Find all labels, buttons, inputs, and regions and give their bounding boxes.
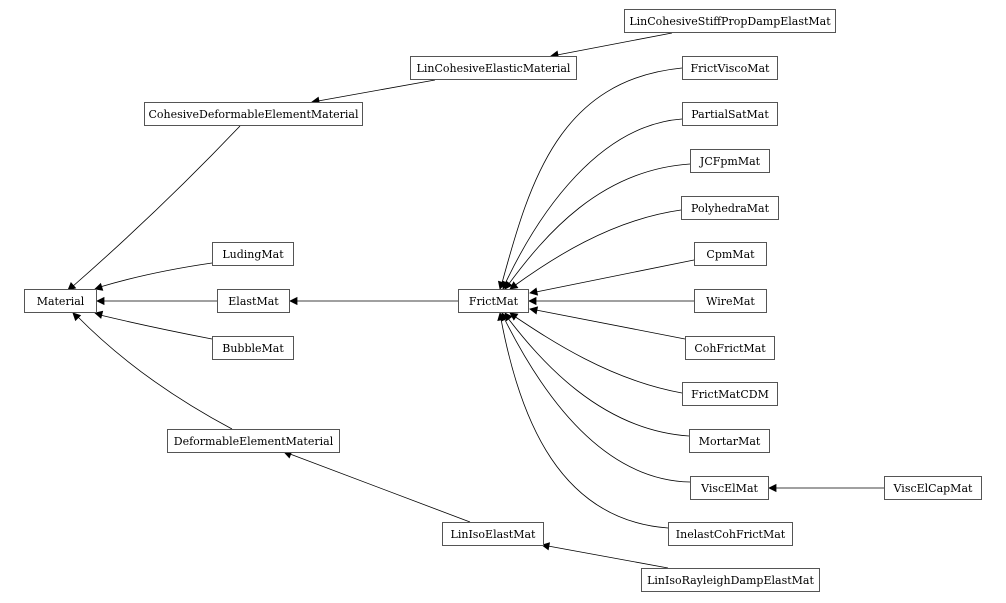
- edge-partial_sat-to-frict: [504, 118, 683, 285]
- edge-luding-to-material: [99, 262, 213, 288]
- edge-lin_iso_elast-to-deformable_element: [289, 453, 471, 523]
- node-inelast-coh-frict-mat[interactable]: InelastCohFrictMat: [668, 522, 793, 546]
- arrowhead-deformable_element-to-material: [72, 312, 82, 322]
- edge-coh_frict-to-frict: [535, 309, 686, 340]
- edge-polyhedra-to-frict: [513, 209, 682, 287]
- edge-inelast_coh_frict-to-frict: [500, 318, 669, 529]
- arrowhead-inelast_coh_frict-to-frict: [497, 312, 506, 322]
- arrowhead-cpm-to-frict: [529, 287, 539, 296]
- arrowhead-frict-to-elast: [289, 296, 298, 306]
- node-frict-mat-cdm[interactable]: FrictMatCDM: [682, 382, 778, 406]
- edge-cpm-to-frict: [535, 259, 695, 293]
- node-jcfpm-mat[interactable]: JCFpmMat: [690, 149, 770, 173]
- node-material[interactable]: Material: [24, 289, 97, 313]
- node-visc-el-cap-mat[interactable]: ViscElCapMat: [884, 476, 982, 500]
- node-luding-mat[interactable]: LudingMat: [212, 242, 294, 266]
- node-visc-el-mat[interactable]: ViscElMat: [690, 476, 769, 500]
- node-polyhedra-mat[interactable]: PolyhedraMat: [681, 196, 779, 220]
- edge-cohesive_deformable-to-material: [71, 125, 241, 288]
- edge-jcfpm-to-frict: [507, 163, 691, 286]
- node-lin-cohesive-stiff-prop-damp-elast-mat[interactable]: LinCohesiveStiffPropDampElastMat: [624, 9, 836, 33]
- node-lin-cohesive-elastic-material[interactable]: LinCohesiveElasticMaterial: [410, 56, 577, 80]
- edge-mortar-to-frict: [506, 316, 690, 437]
- arrowhead-visc_el_cap-to-visc_el: [768, 483, 777, 493]
- node-cohesive-deformable-element-material[interactable]: CohesiveDeformableElementMaterial: [144, 102, 363, 126]
- edge-lin_cohesive_stiff-to-lin_cohesive_elastic: [556, 32, 673, 56]
- arrowhead-coh_frict-to-frict: [529, 306, 539, 315]
- edge-lin_iso_rayleigh-to-lin_iso_elast: [547, 545, 669, 569]
- arrowhead-polyhedra-to-frict: [509, 281, 519, 290]
- node-coh-frict-mat[interactable]: CohFrictMat: [685, 336, 775, 360]
- node-mortar-mat[interactable]: MortarMat: [689, 429, 770, 453]
- node-frict-visco-mat[interactable]: FrictViscoMat: [682, 56, 778, 80]
- edge-lin_cohesive_elastic-to-cohesive_deformable: [317, 79, 436, 102]
- node-elast-mat[interactable]: ElastMat: [217, 289, 290, 313]
- arrowhead-bubble-to-material: [94, 310, 104, 319]
- edge-frict_visco-to-frict: [501, 67, 683, 284]
- edge-visc_el-to-frict: [503, 317, 691, 483]
- node-deformable-element-material[interactable]: DeformableElementMaterial: [167, 429, 340, 453]
- arrowhead-wire-to-frict: [528, 296, 537, 306]
- arrowhead-luding-to-material: [94, 282, 104, 291]
- node-lin-iso-elast-mat[interactable]: LinIsoElastMat: [442, 522, 544, 546]
- edge-deformable_element-to-material: [76, 315, 233, 430]
- arrowhead-jcfpm-to-frict: [504, 280, 513, 290]
- edge-frict_cdm-to-frict: [513, 315, 683, 394]
- arrowhead-elast-to-material: [96, 296, 105, 306]
- node-bubble-mat[interactable]: BubbleMat: [212, 336, 294, 360]
- node-wire-mat[interactable]: WireMat: [694, 289, 767, 313]
- node-partial-sat-mat[interactable]: PartialSatMat: [682, 102, 778, 126]
- node-cpm-mat[interactable]: CpmMat: [694, 242, 767, 266]
- node-frict-mat[interactable]: FrictMat: [458, 289, 529, 313]
- node-lin-iso-rayleigh-damp-elast-mat[interactable]: LinIsoRayleighDampElastMat: [641, 568, 820, 592]
- edge-bubble-to-material: [99, 314, 213, 340]
